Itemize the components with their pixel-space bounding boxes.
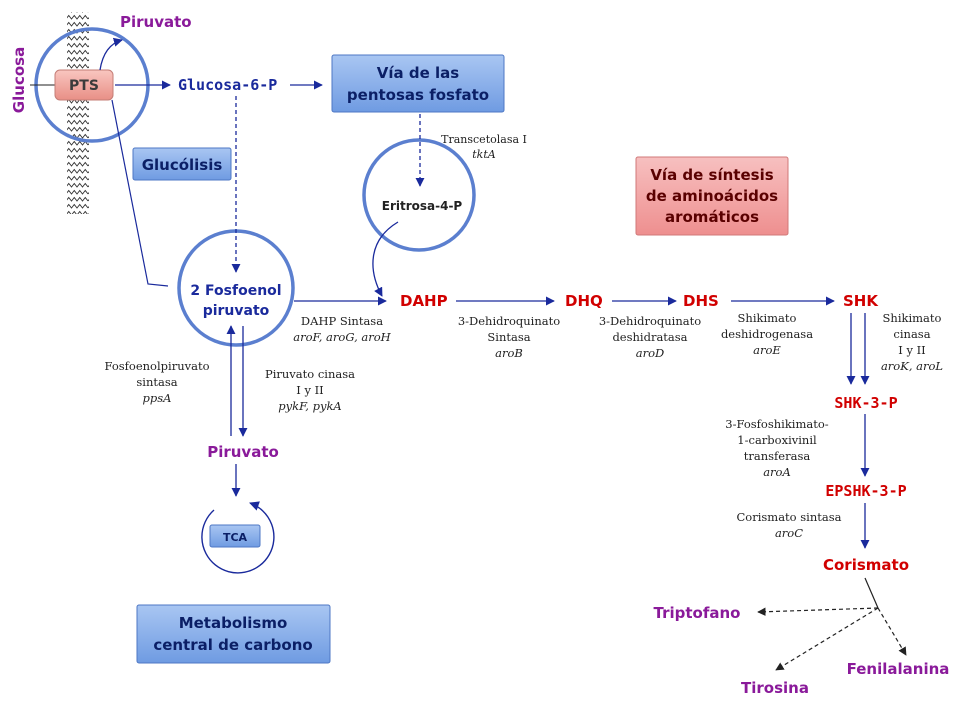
pyruvate-top: Piruvato — [120, 13, 192, 31]
shk-label: SHK — [843, 292, 879, 310]
dhq-label: DHQ — [565, 292, 603, 310]
chorismate-label: Corismato — [823, 556, 909, 574]
aromatic-line-3: aromáticos — [665, 208, 759, 226]
aroKL-genes: aroK, aroL — [881, 359, 943, 373]
epshk3p-label: EPSHK-3-P — [825, 482, 906, 500]
aroD-line-2: deshidratasa — [612, 330, 687, 344]
to-trp-arrow — [757, 607, 879, 616]
aromatic-line-2: de aminoácidos — [646, 187, 778, 205]
pps-gene: ppsA — [143, 391, 172, 405]
pts-box — [54, 69, 114, 101]
pep-line-1: 2 Fosfoenol — [190, 283, 281, 299]
dahp-synthase-name: DAHP Sintasa — [301, 314, 383, 328]
pyk-genes: pykF, pykA — [278, 399, 341, 413]
aroC-name: Corismato sintasa — [737, 510, 842, 524]
e4p-label: Eritrosa-4-P — [382, 199, 463, 213]
trp-label: Triptofano — [654, 604, 741, 622]
tca-label: TCA — [223, 531, 248, 544]
pentose-box — [331, 54, 505, 113]
cell-membrane — [67, 12, 89, 214]
aroB-gene: aroB — [495, 346, 523, 360]
pts-to-pyruvate-arrow — [99, 37, 123, 71]
aroA-line-1: 3-Fosfoshikimato- — [725, 417, 828, 431]
pep-line-2: piruvato — [203, 303, 270, 319]
pyk-line-1: Piruvato cinasa — [265, 367, 355, 381]
aroKL-line-3: I y II — [898, 343, 925, 357]
aroE-gene: aroE — [753, 343, 781, 357]
central-line-2: central de carbono — [153, 636, 312, 654]
aroB-line-1: 3-Dehidroquinato — [458, 314, 560, 328]
aromatic-line-1: Vía de síntesis — [650, 166, 773, 184]
central-metabolism-box — [136, 604, 331, 664]
glycolysis-box — [132, 147, 232, 181]
pentose-line-1: Vía de las — [377, 64, 459, 82]
tkt-name: Transcetolasa I — [441, 133, 527, 146]
tca-cycle-arrow — [201, 501, 275, 574]
aroD-line-1: 3-Dehidroquinato — [599, 314, 701, 328]
to-tyr-arrow — [775, 607, 879, 671]
to-phe-arrow — [877, 607, 907, 656]
glucose-label: Glucosa — [10, 47, 28, 113]
aroKL-line-2: cinasa — [893, 327, 930, 341]
aroB-line-2: Sintasa — [487, 330, 530, 344]
aroE-line-1: Shikimato — [738, 311, 797, 325]
aroA-gene: aroA — [763, 465, 791, 479]
aroD-gene: aroD — [636, 346, 665, 360]
pentose-line-2: pentosas fosfato — [347, 86, 489, 104]
e4p-circle — [362, 138, 476, 252]
shk3p-label: SHK-3-P — [834, 394, 897, 412]
aromatic-pathway-box — [635, 156, 789, 236]
tyr-label: Tirosina — [741, 679, 809, 697]
pps-line-2: sintasa — [136, 375, 177, 389]
phe-label: Fenilalanina — [847, 660, 950, 678]
g6p-label: Glucosa-6-P — [178, 76, 277, 94]
pts-to-pep-line — [111, 99, 169, 287]
pts-label: PTS — [69, 78, 99, 94]
pps-line-1: Fosfoenolpiruvato — [104, 359, 209, 373]
aroKL-line-1: Shikimato — [883, 311, 942, 325]
central-line-1: Metabolismo — [179, 614, 288, 632]
glycolysis-label: Glucólisis — [142, 156, 223, 174]
e4p-to-dahp-arrow — [372, 221, 399, 297]
tca-box — [209, 524, 261, 548]
dahp-label: DAHP — [400, 292, 448, 310]
tkt-gene: tktA — [472, 148, 496, 161]
aroC-gene: aroC — [775, 526, 803, 540]
aroA-line-2: 1-carboxivinil — [737, 433, 817, 447]
chorismate-branch-stem — [864, 577, 879, 609]
aroA-line-3: transferasa — [744, 449, 811, 463]
pyruvate-label: Piruvato — [207, 443, 279, 461]
aroE-line-2: deshidrogenasa — [721, 327, 813, 341]
dahp-synthase-genes: aroF, aroG, aroH — [293, 330, 391, 344]
dhs-label: DHS — [683, 292, 719, 310]
pyk-line-2: I y II — [296, 383, 323, 397]
